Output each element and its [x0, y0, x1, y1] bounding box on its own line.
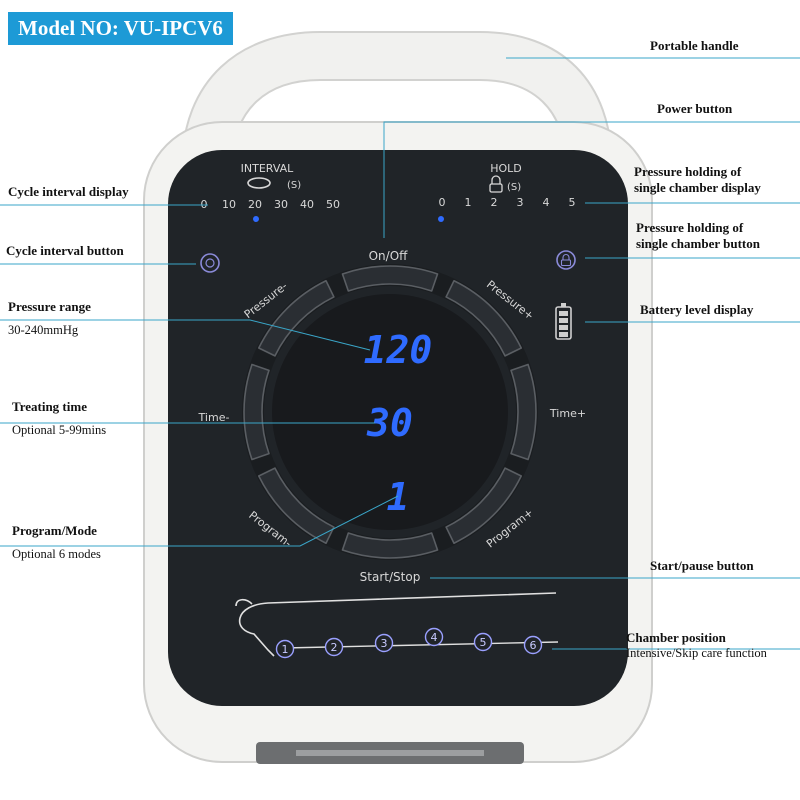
callout-title: Program/Mode [12, 523, 97, 538]
chamber-number: 1 [282, 643, 289, 656]
hold-value: 4 [543, 196, 550, 209]
callout-title: Cycle interval display [8, 184, 129, 199]
hold-value: 2 [491, 196, 498, 209]
chamber-5-indicator[interactable] [473, 632, 493, 652]
hold-display-callout: Pressure holding of single chamber displ… [634, 164, 761, 196]
callout-subtitle: Optional 6 modes [12, 547, 101, 561]
interval-value: 20 [248, 198, 262, 211]
callout-title: Pressure holding of [636, 220, 744, 235]
chamber-number: 3 [381, 637, 388, 650]
chamber-number: 5 [480, 636, 487, 649]
callout-title: Cycle interval button [6, 243, 124, 258]
time-minus-button[interactable] [243, 363, 270, 461]
time-plus-button[interactable] [510, 363, 537, 461]
chamber-position-callout: Chamber position Intensive/Skip care fun… [626, 630, 767, 661]
callout-subtitle: Intensive/Skip care function [626, 646, 767, 660]
interval-value: 10 [222, 198, 236, 211]
chamber-3-indicator[interactable] [374, 633, 394, 653]
on-off-button[interactable] [341, 265, 439, 292]
callout-title: Power button [657, 101, 733, 116]
interval-indicator-led [253, 216, 259, 222]
interval-value: 30 [274, 198, 288, 211]
callout-title: Chamber position [626, 630, 726, 645]
hold-button-callout: Pressure holding of single chamber butto… [636, 220, 760, 252]
callout-lines [0, 57, 800, 650]
chamber-2-indicator[interactable] [324, 637, 344, 657]
leg-outline-icon [238, 592, 557, 657]
callout-title: Pressure holding of [634, 164, 742, 179]
control-ring [242, 264, 538, 560]
interval-value: 50 [326, 198, 340, 211]
on-off-label: On/Off [369, 249, 409, 263]
interval-icon [247, 177, 271, 189]
program-readout: 1 [387, 475, 410, 519]
callout-title: Pressure range [8, 299, 91, 314]
program-mode-callout: Program/Mode Optional 6 modes [12, 523, 101, 562]
cycle-interval-button[interactable] [200, 253, 220, 273]
pressure-readout: 120 [364, 328, 433, 372]
start-pause-callout: Start/pause button [650, 558, 754, 574]
chamber-number: 6 [530, 639, 537, 652]
time-minus-label: Time- [198, 411, 230, 424]
chamber-4-indicator[interactable] [424, 627, 444, 647]
chamber-number: 2 [331, 641, 338, 654]
time-plus-label: Time+ [549, 407, 586, 420]
callout-title: Portable handle [650, 38, 739, 53]
portable-handle-callout: Portable handle [650, 38, 738, 54]
power-button-callout: Power button [657, 101, 732, 117]
hold-value: 0 [439, 196, 446, 209]
battery-callout: Battery level display [640, 302, 753, 318]
hold-title: HOLD [490, 162, 522, 175]
program-minus-button[interactable] [257, 467, 335, 545]
callout-title: Start/pause button [650, 558, 754, 573]
start-stop-button[interactable] [341, 532, 439, 559]
interval-unit: (S) [287, 180, 301, 191]
program-plus-button[interactable] [445, 467, 523, 545]
start-stop-label: Start/Stop [360, 570, 421, 584]
chamber-number: 4 [431, 631, 438, 644]
hold-indicator-led [438, 216, 444, 222]
interval-title: INTERVAL [241, 162, 295, 175]
treating-time-callout: Treating time Optional 5-99mins [12, 399, 106, 438]
hold-value: 1 [465, 196, 472, 209]
hold-value: 5 [569, 196, 576, 209]
callout-title: single chamber button [636, 236, 760, 251]
callout-subtitle: 30-240mmHg [8, 323, 79, 337]
callout-subtitle: Optional 5-99mins [12, 423, 107, 437]
callout-title: Battery level display [640, 302, 754, 317]
pressure-plus-button[interactable] [445, 279, 523, 357]
pressure-minus-button[interactable] [257, 279, 335, 357]
cycle-interval-display-callout: Cycle interval display [8, 184, 129, 200]
chamber-1-indicator[interactable] [275, 639, 295, 659]
callout-title: single chamber display [634, 180, 761, 195]
callout-title: Treating time [12, 399, 87, 414]
interval-value: 40 [300, 198, 314, 211]
hold-unit: (S) [507, 182, 521, 193]
battery-icon [555, 303, 572, 340]
pressure-hold-button[interactable] [556, 250, 576, 270]
lock-icon [491, 175, 501, 184]
cycle-interval-button-callout: Cycle interval button [6, 243, 124, 259]
model-number-badge: Model NO: VU-IPCV6 [8, 12, 233, 45]
hold-value: 3 [517, 196, 524, 209]
chamber-6-indicator[interactable] [523, 635, 543, 655]
pressure-range-callout: Pressure range 30-240mmHg [8, 299, 91, 338]
